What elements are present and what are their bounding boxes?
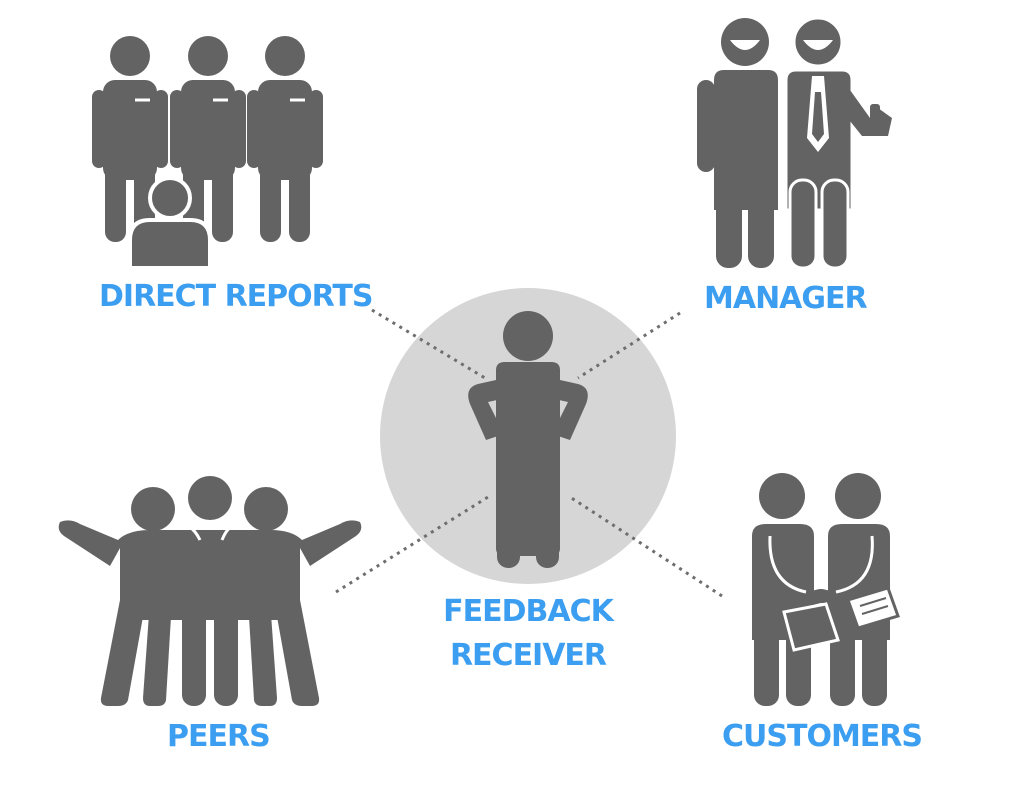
label-direct-reports: DIRECT REPORTS [99,279,373,314]
connector-customers [569,495,723,598]
label-customers: CUSTOMERS [722,719,923,754]
three-friends-hugging-icon [58,476,362,706]
label-feedback-receiver-line2: RECEIVER [449,638,607,673]
person-hands-on-hips-icon [468,311,588,568]
label-manager: MANAGER [704,281,868,316]
label-feedback-receiver-line1: FEEDBACK [443,594,614,629]
peers-arm-lines [177,524,243,541]
two-managers-icon [697,16,892,270]
connector-direct-reports [371,308,486,380]
group-of-employees-icon [92,36,323,270]
label-peers: PEERS [167,719,271,754]
connector-peers [335,495,489,594]
connector-lines [335,308,723,598]
handshake-icon [752,473,900,706]
label-feedback-receiver: FEEDBACK RECEIVER [428,590,628,678]
